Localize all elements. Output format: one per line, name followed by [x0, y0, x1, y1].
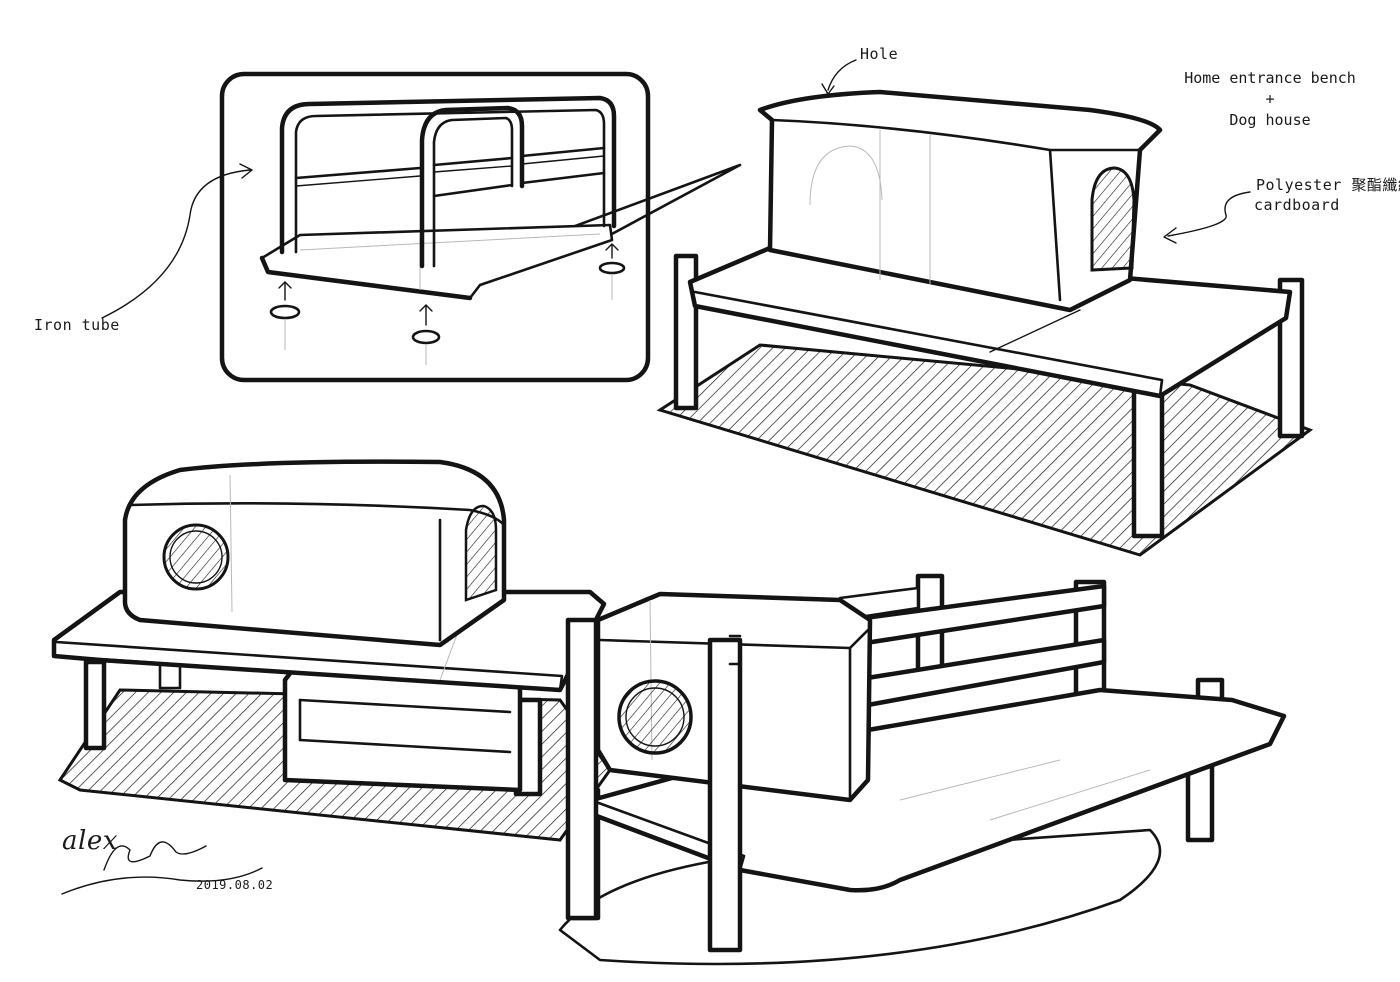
ground-shadow — [558, 828, 1162, 966]
dog-house-hole-outline — [809, 145, 883, 206]
label-date: 2019.08.02 — [196, 878, 274, 892]
dog-house-door — [464, 504, 498, 602]
label-hole: Hole — [860, 45, 899, 63]
bench-top-right — [656, 89, 1314, 557]
title-line-2: Dog house — [1229, 111, 1311, 129]
tube-front — [419, 105, 525, 269]
label-polyester-en: Polyester — [1256, 176, 1342, 194]
bench-bottom-left — [51, 459, 612, 842]
title-block: Home entrance bench + Dog house — [1180, 68, 1360, 131]
foot-pad-middle — [411, 329, 441, 345]
hole-leader — [821, 59, 857, 95]
label-iron-tube: Iron tube — [34, 316, 120, 334]
foot-pad-left — [269, 304, 301, 320]
dog-house-box — [757, 89, 1163, 313]
polyester-leader — [1163, 191, 1251, 244]
signature-underline — [61, 867, 263, 895]
iron-tube-leader — [101, 163, 253, 319]
fence-post — [565, 617, 599, 921]
signature-scribble — [103, 841, 207, 871]
label-polyester: Polyester 聚酯纖維 — [1256, 174, 1400, 195]
label-polyester-cn: 聚酯纖維 — [1351, 176, 1400, 194]
dog-house-door — [1090, 166, 1136, 272]
tube-back — [279, 95, 617, 255]
dog-house-porthole — [162, 523, 230, 591]
tube-rail-lower — [432, 171, 606, 198]
foot-pad-right — [598, 261, 626, 275]
signature: alex — [62, 826, 118, 856]
tube-rail-upper — [294, 146, 606, 180]
title-line-1: Home entrance bench — [1184, 69, 1356, 87]
fence-post — [707, 637, 743, 953]
bench-leg — [83, 659, 107, 751]
bench-bottom-right — [558, 573, 1287, 966]
title-plus: + — [1265, 90, 1275, 108]
dog-house-porthole — [617, 679, 693, 755]
label-cardboard: cardboard — [1254, 196, 1340, 214]
bench-shadow — [656, 343, 1314, 557]
iron-tube-detail — [219, 71, 742, 383]
